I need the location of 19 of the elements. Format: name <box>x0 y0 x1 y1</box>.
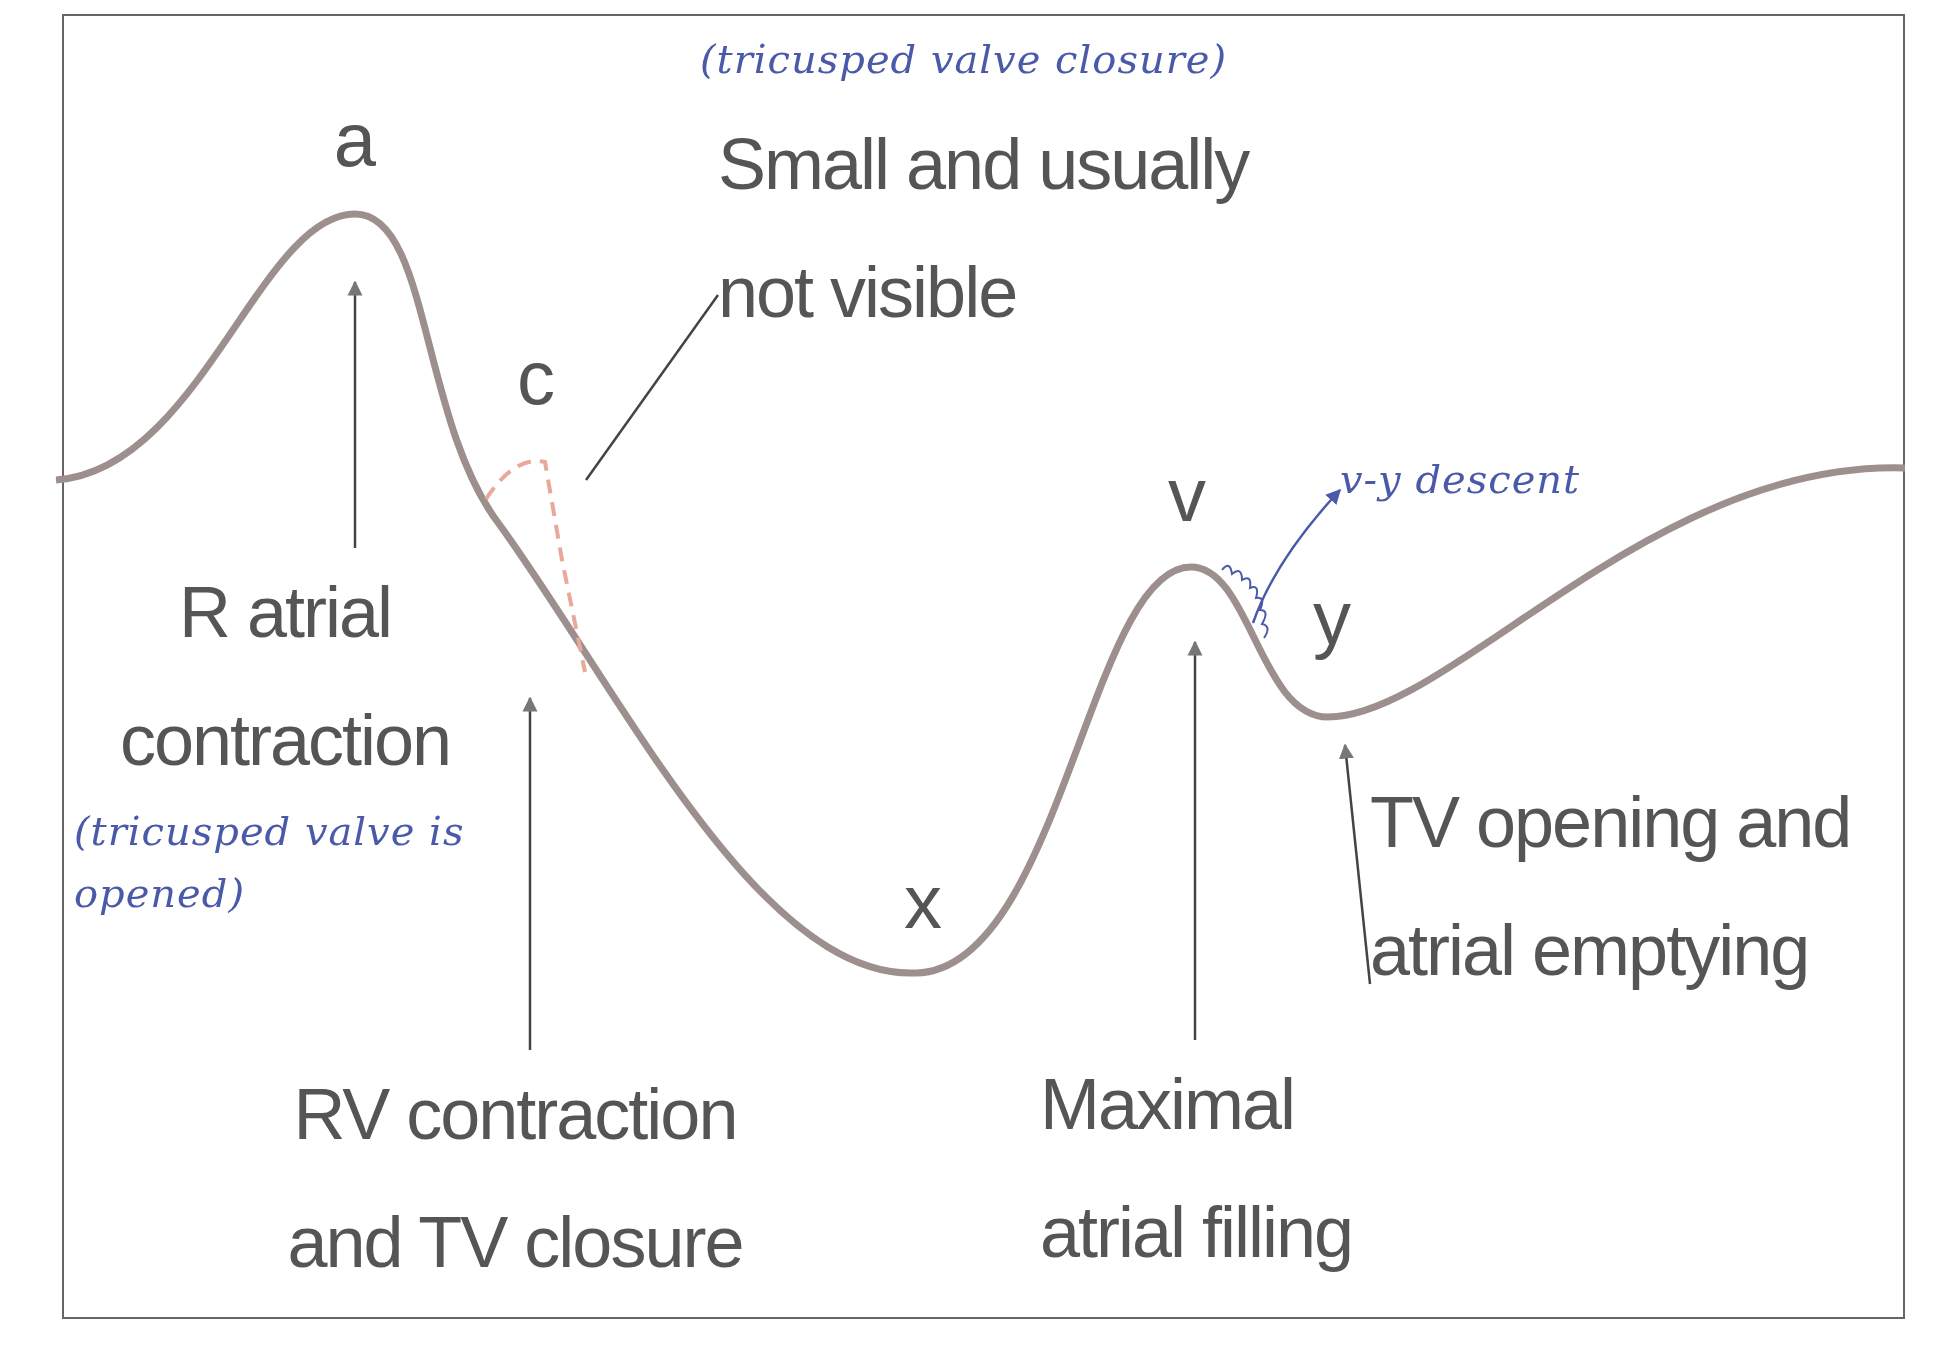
annotation-text: Small and usually not visible <box>718 100 1358 356</box>
annotation-text: TV opening and atrial emptying <box>1370 758 1910 1014</box>
annotation-text: Maximal atrial filling <box>1040 1040 1420 1296</box>
wave-label: c <box>516 338 556 418</box>
arrow <box>1187 640 1203 1040</box>
arrow <box>347 280 363 548</box>
handwritten-note: (tricusped valve closure) <box>700 35 1229 84</box>
wave-label: v <box>1167 455 1207 535</box>
annotation-text: RV contraction and TV closure <box>235 1050 795 1306</box>
arrow <box>522 696 538 1050</box>
handwritten-note: v-y descent <box>1340 448 1670 510</box>
wave-label: x <box>903 862 943 942</box>
leader-line <box>585 294 719 481</box>
handwritten-note: (tricusped valve is opened) <box>74 807 466 918</box>
arrow <box>1251 488 1341 624</box>
arrow <box>1338 743 1372 985</box>
wave-label: a <box>332 100 378 180</box>
annotation-text: R atrial contraction <box>85 548 485 804</box>
wave-label: y <box>1312 578 1352 658</box>
